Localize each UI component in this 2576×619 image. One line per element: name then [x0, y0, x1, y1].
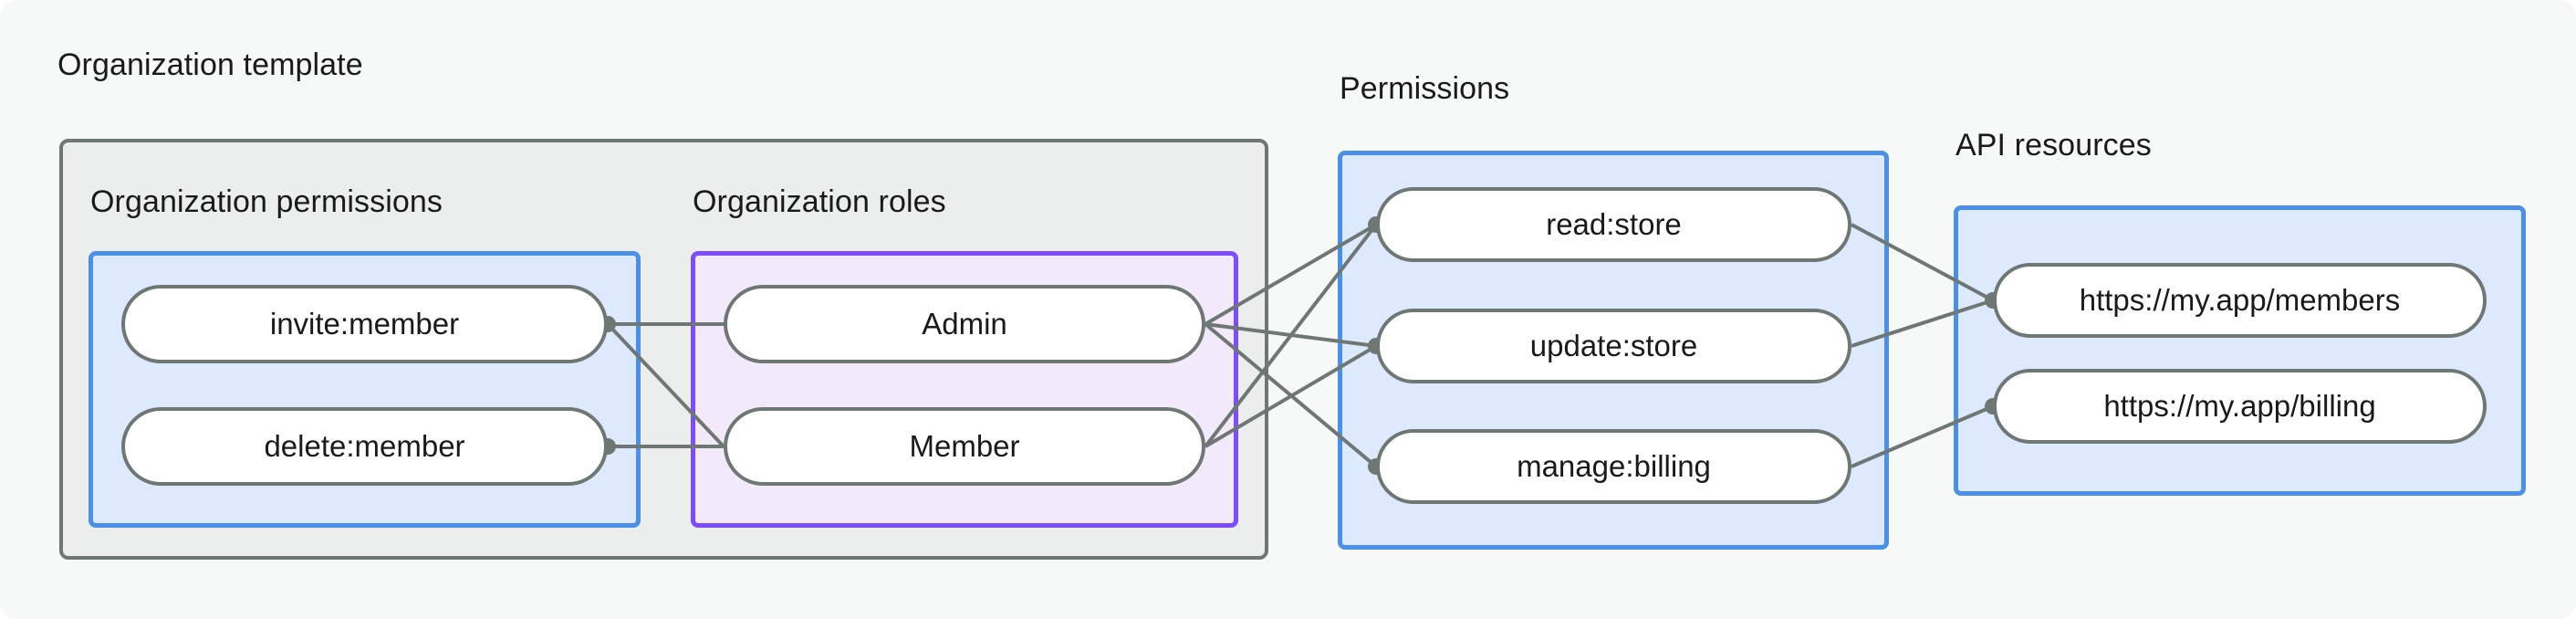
node-role-admin[interactable]: Admin: [724, 285, 1205, 363]
group-title-organization-roles: Organization roles: [693, 184, 946, 219]
node-invite-member[interactable]: invite:member: [121, 285, 608, 363]
group-title-permissions: Permissions: [1340, 71, 1510, 106]
group-title-organization-permissions: Organization permissions: [90, 184, 443, 219]
group-api-resources: [1954, 205, 2526, 496]
node-update-store[interactable]: update:store: [1376, 309, 1851, 383]
group-title-organization-template: Organization template: [57, 47, 363, 82]
node-api-resource-members[interactable]: https://my.app/members: [1993, 263, 2487, 338]
node-delete-member[interactable]: delete:member: [121, 407, 608, 486]
node-role-member[interactable]: Member: [724, 407, 1205, 486]
node-api-resource-billing[interactable]: https://my.app/billing: [1993, 369, 2487, 444]
group-title-api-resources: API resources: [1955, 128, 2152, 163]
node-manage-billing[interactable]: manage:billing: [1376, 429, 1851, 504]
node-read-store[interactable]: read:store: [1376, 187, 1851, 262]
